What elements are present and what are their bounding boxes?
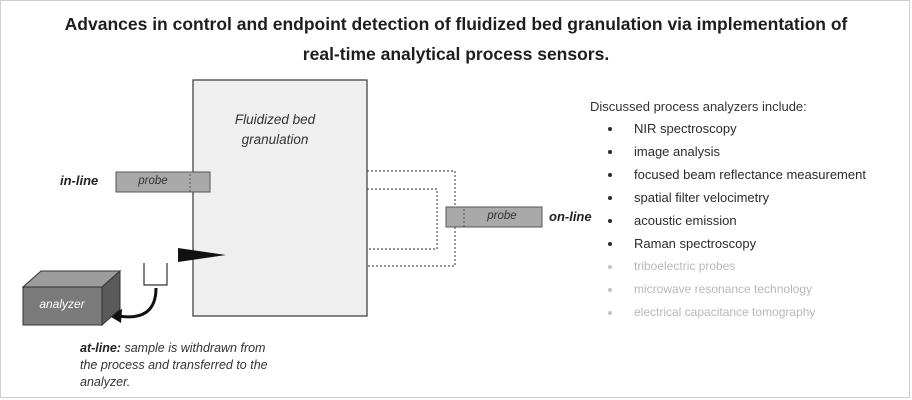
analyzer-label: analyzer (39, 297, 85, 311)
analyzer-list-item: acoustic emission (605, 209, 910, 232)
analyzer-list-item-label: electrical capacitance tomography (634, 305, 816, 319)
slide-title-line-2: real-time analytical process sensors. (302, 44, 610, 64)
analyzer-list-item: image analysis (605, 140, 910, 163)
online-probe-insertion (445, 206, 465, 228)
analyzer-list-item: NIR spectroscopy (605, 117, 910, 140)
bullet-icon (608, 196, 612, 200)
bullet-icon (608, 219, 612, 223)
analyzers-intro: Discussed process analyzers include: (590, 99, 807, 114)
atline-text-1: sample is withdrawn from (120, 341, 266, 355)
analyzer-list-item-label: Raman spectroscopy (634, 236, 757, 251)
analyzer-list-item-label: triboelectric probes (634, 259, 736, 273)
bullet-icon (608, 242, 612, 246)
analyzer-list-item: electrical capacitance tomography (605, 301, 910, 324)
inline-probe-insertion (189, 171, 211, 193)
atline-text-3: analyzer. (80, 375, 131, 389)
analyzer-list-item: triboelectric probes (605, 255, 910, 278)
atline-description: at-line: sample is withdrawn from the pr… (80, 340, 350, 391)
analyzer-list-item-label: NIR spectroscopy (634, 121, 737, 136)
slide-title-line-1: Advances in control and endpoint detecti… (64, 14, 848, 34)
analyzer-list-item: focused beam reflectance measurement (605, 163, 910, 186)
analyzer-list-item-label: microwave resonance technology (634, 282, 813, 296)
bullet-icon (608, 150, 612, 154)
analyzer-list-item-label: focused beam reflectance measurement (634, 167, 866, 182)
online-label: on-line (549, 209, 592, 224)
transfer-arrow (117, 287, 158, 319)
bullet-icon (608, 265, 612, 269)
bullet-icon (608, 288, 612, 292)
sample-cup (143, 263, 168, 286)
vessel-label-line-2: granulation (241, 132, 309, 147)
online-bypass-loop-inner (367, 188, 438, 250)
bullet-icon (608, 311, 612, 315)
bullet-icon (608, 173, 612, 177)
fluidized-bed-vessel (192, 79, 368, 317)
online-bypass-loop-outer (367, 170, 456, 267)
online-probe-label: probe (487, 210, 517, 222)
bullet-icon (608, 127, 612, 131)
analyzer-list-item: spatial filter velocimetry (605, 186, 910, 209)
analyzer-list-item-label: acoustic emission (634, 213, 737, 228)
atline-heading: at-line: (80, 341, 121, 355)
analyzer-list-item-label: spatial filter velocimetry (634, 190, 770, 205)
analyzer-front-face (22, 286, 103, 326)
atline-text-2: the process and transferred to the (80, 358, 268, 372)
analyzers-list: NIR spectroscopy image analysis focused be… (590, 117, 910, 324)
analyzer-list-item: microwave resonance technology (605, 278, 910, 301)
sampling-nozzle (178, 248, 226, 262)
vessel-label-line-1: Fluidized bed (234, 112, 316, 127)
process-analyzers-panel: Discussed process analyzers include: NIR… (590, 96, 910, 324)
inline-label: in-line (60, 173, 99, 188)
transfer-arrowhead (108, 309, 122, 323)
analyzer-list-item-label: image analysis (634, 144, 720, 159)
inline-probe-label: probe (138, 175, 168, 187)
analyzer-list-item: Raman spectroscopy (605, 232, 910, 255)
